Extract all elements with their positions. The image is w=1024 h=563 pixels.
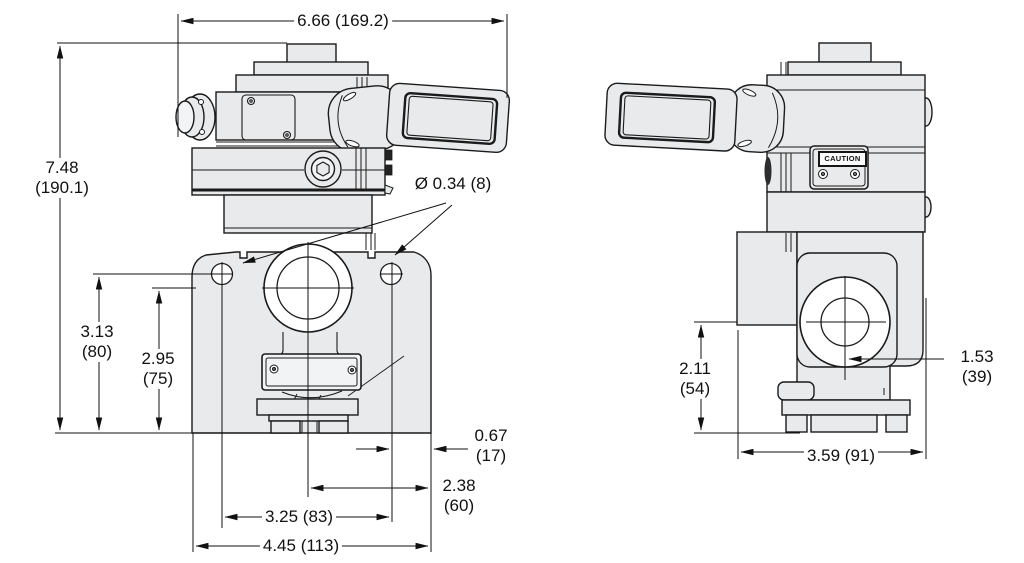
dim-side-port-center: 1.53 (39) (957, 346, 997, 388)
dim-side-body-depth: 3.59 (91) (803, 445, 879, 467)
front-view (175, 43, 511, 434)
side-foot-bracket (777, 381, 815, 401)
hinge-pin (764, 157, 772, 185)
handle-grip[interactable] (385, 82, 511, 153)
top-knob (286, 43, 337, 64)
side-flange-block (736, 231, 798, 326)
mid-housing (191, 147, 386, 196)
dim-bolt-spacing: 3.25 (83) (261, 506, 337, 528)
foot-right (318, 420, 349, 434)
side-top-band (787, 61, 902, 76)
side-lower-band (766, 191, 926, 233)
foot-left (270, 420, 301, 434)
caution-label: CAUTION (818, 151, 867, 167)
dim-bolt-height: 3.13 (80) (77, 321, 117, 363)
front-extension-lines (55, 14, 508, 552)
dim-side-port-height: 2.11 (54) (676, 358, 714, 400)
side-handle-pivot[interactable] (727, 84, 786, 154)
adapter-block (223, 194, 373, 234)
nameplate (261, 353, 362, 391)
side-handle-grip[interactable] (604, 82, 738, 152)
inlet-fitting (175, 93, 216, 141)
side-bottom-plate (781, 399, 911, 416)
side-extension-lines (694, 276, 927, 459)
dim-port-height: 2.95 (75) (138, 348, 178, 390)
top-band (253, 61, 369, 76)
dim-center-width: 2.38 (60) (439, 475, 479, 517)
dim-body-width: 4.45 (113) (259, 535, 343, 557)
dim-hole-diameter: Ø 0.34 (8) (411, 173, 495, 195)
side-top-knob (818, 42, 872, 63)
dim-width-top: 6.66 (169.2) (294, 10, 392, 32)
dim-right-offset: 0.67 (17) (471, 425, 511, 467)
dim-height-total: 7.48 (190.1) (32, 157, 92, 199)
latch-clip (384, 148, 394, 195)
center-boss (304, 150, 342, 188)
side-view (604, 42, 933, 433)
access-panel (241, 94, 296, 141)
